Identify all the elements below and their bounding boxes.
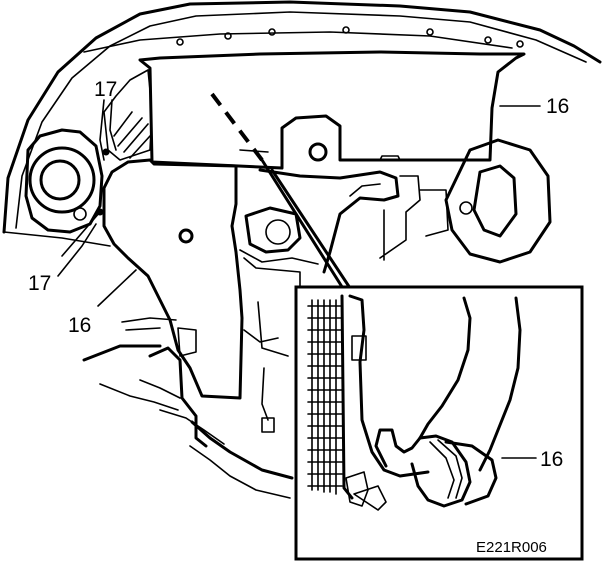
coolant-hose — [374, 296, 522, 508]
engine-bay-details — [239, 138, 552, 433]
figure-code: E221R006 — [476, 539, 547, 556]
upper-splash-panel — [138, 50, 526, 170]
lower-splash-panel — [102, 158, 244, 400]
detail-inset — [294, 285, 584, 561]
lower-subframe — [82, 317, 294, 499]
bumper-outline — [2, 0, 602, 247]
headlamp-unit — [24, 69, 153, 234]
section-cut-line — [210, 92, 352, 292]
label-16-lower-panel: 16 — [68, 314, 91, 337]
label-17-upper-clip: 17 — [94, 78, 117, 101]
label-leaders — [57, 99, 541, 459]
label-16-upper-panel: 16 — [546, 95, 569, 118]
label-16-hose: 16 — [540, 448, 563, 471]
label-17-lower-clip: 17 — [28, 272, 51, 295]
